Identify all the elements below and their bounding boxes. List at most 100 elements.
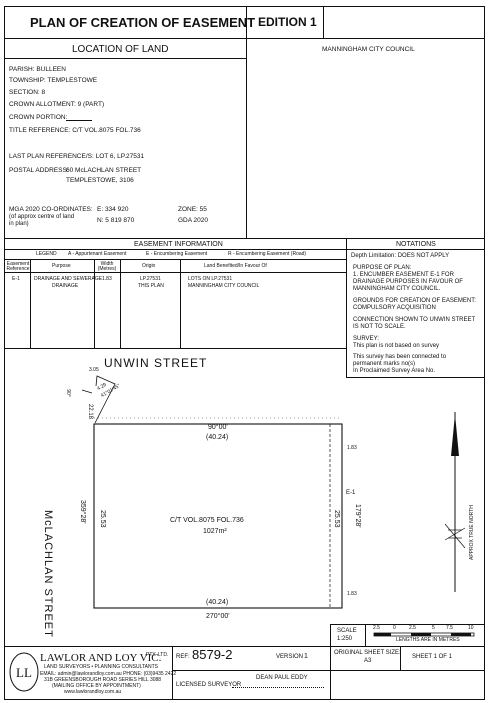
connection-line2: IS NOT TO SCALE. xyxy=(353,324,406,330)
mga-easting: E: 334 920 xyxy=(97,206,129,213)
right-distance: 25.53 xyxy=(333,510,340,528)
council-name: MANNINGHAM CITY COUNCIL xyxy=(322,46,415,53)
easement-sub-rule xyxy=(4,249,485,250)
row-purpose1: DRAINAGE AND SEWERAGE xyxy=(34,276,103,282)
connection-line1: CONNECTION SHOWN TO UNWIN STREET xyxy=(353,317,476,323)
surveyor-name: DEAN PAUL EDDY xyxy=(256,675,308,681)
scale-divider xyxy=(365,624,366,646)
unwin-street-label: UNWIN STREET xyxy=(104,356,208,370)
depth-limitation: Depth Limitation: DOES NOT APPLY xyxy=(351,253,450,259)
firm-suffix: PTY. LTD. xyxy=(146,652,169,658)
survey-line3: permanent marks no(s) xyxy=(353,361,416,367)
right-bearing: 179°28' xyxy=(354,504,361,528)
scale-ratio: 1:250 xyxy=(337,636,353,642)
title-reference: TITLE REFERENCE: C/T VOL.8075 FOL.736 xyxy=(9,127,141,134)
north-arrow-head xyxy=(451,414,459,456)
header-rule xyxy=(4,272,346,273)
ref-value: 8579-2 xyxy=(192,647,233,662)
survey-heading: SURVEY: xyxy=(353,336,379,342)
scale-label: SCALE xyxy=(337,628,357,634)
bottom-distance: (40.24) xyxy=(206,599,229,606)
section: SECTION: 8 xyxy=(9,89,46,96)
scale-tick-6: 10 xyxy=(468,625,474,631)
lot-boundary xyxy=(93,423,343,609)
mclachlan-street-label: McLACHLAN STREET xyxy=(42,510,54,638)
scale-left-rule xyxy=(330,624,331,646)
purpose-heading: PURPOSE OF PLAN: xyxy=(353,265,412,271)
location-heading: LOCATION OF LAND xyxy=(72,44,169,55)
plan-title: PLAN OF CREATION OF EASEMENT xyxy=(30,15,256,30)
grounds-line2: COMPULSORY ACQUISITION xyxy=(353,305,436,311)
mclachlan-street-text: McLACHLAN STREET xyxy=(42,510,54,638)
firm-contact1: EMAIL: admin@lawlorandloy.com.au PHONE: … xyxy=(40,671,177,677)
right-bearing-text: 179°28' xyxy=(354,504,361,528)
north-label: APPROX TRUE NORTH xyxy=(469,505,475,560)
location-divider xyxy=(246,38,247,238)
parish: PARISH: BULLEEN xyxy=(9,66,66,73)
col-benefit: Land Benefited/In Favour Of xyxy=(204,263,267,269)
scale-tick-1: 2.5 xyxy=(373,625,380,631)
survey-line4: In Proclaimed Survey Area No. xyxy=(353,368,436,374)
row-benefit2: MANNINGHAM CITY COUNCIL xyxy=(188,283,260,289)
original-sheet-size: A3 xyxy=(364,658,372,664)
postal-address-label: POSTAL ADDRESS: xyxy=(9,167,69,174)
grounds-line1: GROUNDS FOR CREATION OF EASEMENT: xyxy=(353,298,476,304)
legend-r: R - Encumbering Easement (Road) xyxy=(228,251,307,257)
survey-line2: This survey has been connected to xyxy=(353,354,447,360)
easement-bottom-rule xyxy=(4,348,346,349)
crown-portion: CROWN PORTION: xyxy=(9,114,68,121)
svg-text:LL: LL xyxy=(16,665,32,680)
purpose-line2: DRAINAGE PURPOSES IN FAVOUR OF xyxy=(353,279,463,285)
firm-contact2: 31B GREENSBOROUGH ROAD SERIES HILL 3088 xyxy=(44,677,162,683)
scale-top-rule xyxy=(330,624,485,625)
postal-address-line1: 60 McLACHLAN STREET xyxy=(66,167,142,174)
edition-label: EDITION 1 xyxy=(258,15,317,29)
left-distance: 25.53 xyxy=(99,510,106,528)
page-frame xyxy=(4,6,485,700)
scale-tick-2: 0 xyxy=(393,625,396,631)
surveyor-signature-line xyxy=(232,687,324,688)
lot-title: C/T VOL.8075 FOL.736 xyxy=(170,517,244,524)
lot-area: 1027m² xyxy=(203,528,227,535)
top-distance: (40.24) xyxy=(206,434,229,441)
col-divider-4 xyxy=(180,259,181,348)
conn-90-text: 90° xyxy=(64,389,71,397)
conn-22-18-text: 22.18 xyxy=(87,404,93,420)
footer-divider-1 xyxy=(172,646,173,700)
footer-top-rule xyxy=(4,646,485,647)
gda-datum: GDA 2020 xyxy=(178,217,208,224)
firm-website: www.lawlorandloy.com.au xyxy=(64,689,122,695)
left-bearing: 359°28' xyxy=(79,500,86,524)
crown-portion-dash xyxy=(66,120,92,121)
legend-a: A - Appurtenant Easement xyxy=(68,251,127,257)
bottom-bearing: 270°00' xyxy=(206,613,230,620)
legend-label: LEGEND xyxy=(36,251,57,257)
width-top: 1.83 xyxy=(347,445,357,451)
scale-bar xyxy=(373,632,475,637)
firm-subtitle: LAND SURVEYORS • PLANNING CONSULTANTS xyxy=(44,664,158,670)
row-purpose2: DRAINAGE xyxy=(52,283,79,289)
scale-lengths: LENGTHS ARE IN METRES xyxy=(396,637,460,643)
right-distance-text: 25.53 xyxy=(333,510,340,528)
col-ref: Easement Reference xyxy=(6,261,30,272)
township: TOWNSHIP: TEMPLESTOWE xyxy=(9,77,98,84)
mga-northing: N: 5 819 870 xyxy=(97,217,135,224)
location-heading-rule xyxy=(4,58,246,59)
col-width: Width (Metres) xyxy=(97,261,117,272)
survey-line1: This plan is not based on survey xyxy=(353,343,440,349)
north-label-text: APPROX TRUE NORTH xyxy=(469,505,475,560)
row-origin2: THIS PLAN xyxy=(138,283,164,289)
title-rule xyxy=(4,38,485,39)
mga-note: (of approx centre of land in plan) xyxy=(9,214,75,227)
title-divider xyxy=(246,6,247,38)
row-ref: E-1 xyxy=(12,276,20,282)
col-purpose: Purpose xyxy=(52,263,71,269)
left-bearing-text: 359°28' xyxy=(79,500,86,524)
easement-heading: EASEMENT INFORMATION xyxy=(134,241,223,248)
version-value: 1 xyxy=(304,653,308,660)
mga-zone: ZONE: 55 xyxy=(178,206,207,213)
easement-top-rule xyxy=(4,238,485,239)
footer-divider-2 xyxy=(330,646,331,700)
surveyor-label: LICENSED SURVEYOR xyxy=(176,682,242,688)
